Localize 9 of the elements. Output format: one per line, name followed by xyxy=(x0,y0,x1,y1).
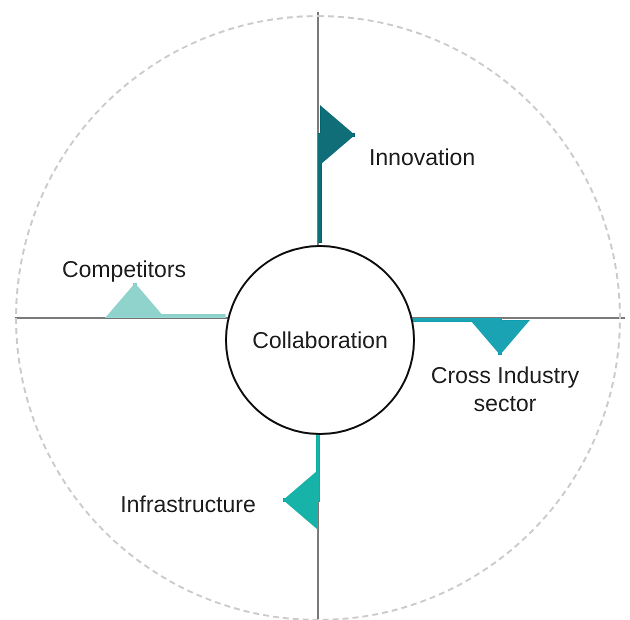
category-label: Infrastructure xyxy=(88,490,288,518)
center-circle: Collaboration xyxy=(225,245,415,435)
dashed-circle xyxy=(15,15,621,620)
connector-arrow xyxy=(105,283,226,318)
connector-arrow xyxy=(283,433,320,530)
category-label: Competitors xyxy=(62,255,186,283)
category-label: Innovation xyxy=(369,143,476,171)
connector-arrow xyxy=(411,318,530,355)
connector-arrow xyxy=(318,105,355,244)
